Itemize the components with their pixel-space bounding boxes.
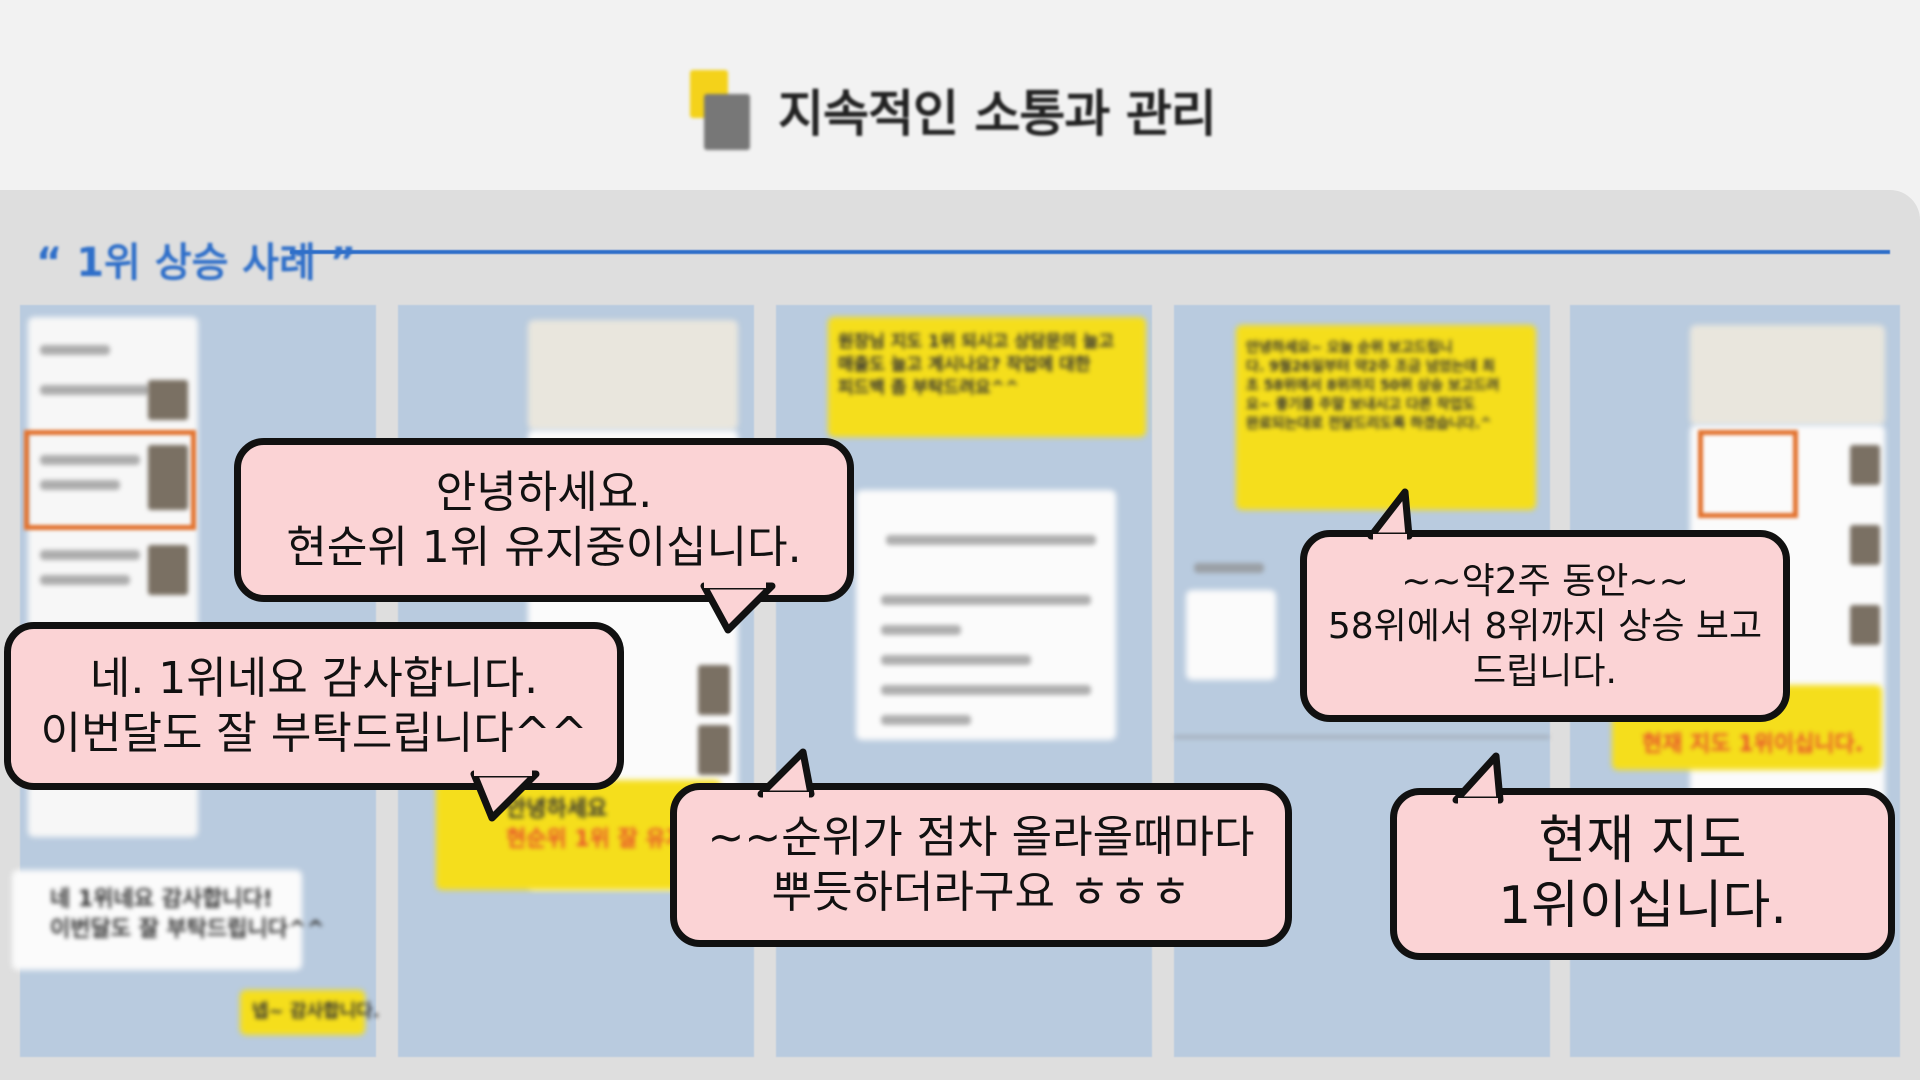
chat-message-yellow xyxy=(240,990,365,1035)
bubble-text: 1위이십니다. xyxy=(1498,876,1787,936)
chat-message-white xyxy=(1186,590,1276,680)
title-square-icon xyxy=(690,68,752,152)
page-title: 지속적인 소통과 관리 xyxy=(778,85,1217,143)
chat-text: 원장님 지도 1위 되시고 상담문의 늘고 매출도 늘고 계시나요? 작업에 대… xyxy=(838,332,1115,398)
bubble-text: 드립니다. xyxy=(1473,650,1617,692)
chat-message-white xyxy=(12,870,302,970)
chat-message-yellow xyxy=(828,317,1146,437)
chat-text: 넵~ 감사합니다. xyxy=(252,1001,380,1022)
bubble-text: 이번달도 잘 부탁드립니다^^ xyxy=(40,708,588,759)
bubble-tail xyxy=(1452,752,1504,810)
chat-text: 현재 지도 1위이십니다. xyxy=(1642,732,1864,757)
bubble-text: 현재 지도 xyxy=(1538,811,1747,871)
highlight-frame xyxy=(24,430,196,530)
bubble-tail xyxy=(470,766,540,822)
bubble-text: 네. 1위네요 감사합니다. xyxy=(89,653,539,704)
bubble-text: ~~약2주 동안~~ xyxy=(1401,560,1689,602)
section-divider xyxy=(290,250,1890,254)
chat-message-white xyxy=(856,490,1116,740)
map-screenshot xyxy=(528,320,738,430)
bubble-tail xyxy=(757,748,815,804)
bubble-text: 뿌듯하더라구요 ㅎㅎㅎ xyxy=(771,867,1191,918)
bubble-text: 현순위 1위 유지중이십니다. xyxy=(286,522,802,573)
speech-bubble-5: 현재 지도 1위이십니다. xyxy=(1390,788,1895,960)
bubble-tail xyxy=(1367,488,1413,546)
highlight-frame xyxy=(1698,430,1798,518)
speech-bubble-4: ~~약2주 동안~~ 58위에서 8위까지 상승 보고 드립니다. xyxy=(1300,530,1790,722)
map-screenshot xyxy=(1690,325,1885,425)
header: 지속적인 소통과 관리 xyxy=(0,0,1920,200)
bubble-text: ~~순위가 점차 올라올때마다 xyxy=(707,812,1255,863)
bubble-text: 안녕하세요. xyxy=(435,467,653,518)
bubble-tail xyxy=(700,580,776,634)
section-label: “ 1위 상승 사례 ” xyxy=(36,240,357,286)
title-group: 지속적인 소통과 관리 xyxy=(690,60,1217,160)
speech-bubble-2: 네. 1위네요 감사합니다. 이번달도 잘 부탁드립니다^^ xyxy=(4,622,624,790)
chat-message-yellow xyxy=(1236,325,1536,510)
bubble-text: 58위에서 8위까지 상승 보고 xyxy=(1327,605,1763,647)
speech-bubble-1: 안녕하세요. 현순위 1위 유지중이십니다. xyxy=(234,438,854,602)
chat-text: 네 1위네요 감사합니다! 이번달도 잘 부탁드립니다^^ xyxy=(50,887,325,942)
speech-bubble-3: ~~순위가 점차 올라올때마다 뿌듯하더라구요 ㅎㅎㅎ xyxy=(670,783,1292,947)
chat-text: 안녕하세요~ 오늘 순위 보고드립니 다. 9월26일부터 약2주 조금 넘었는… xyxy=(1246,340,1500,432)
